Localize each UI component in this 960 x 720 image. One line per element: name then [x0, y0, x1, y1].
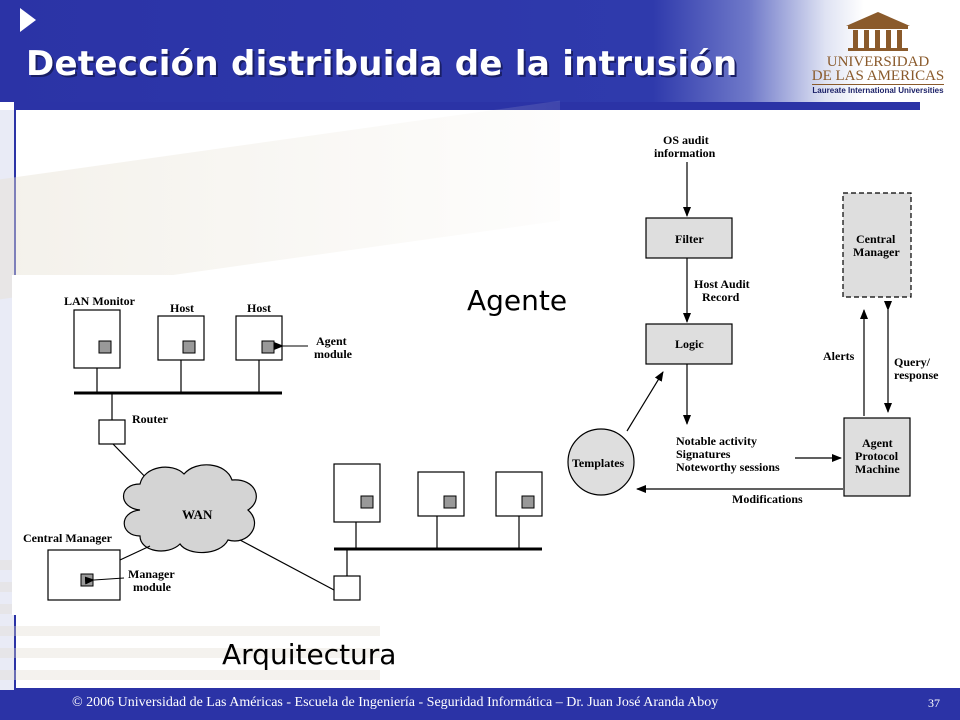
router-label: Router [132, 412, 169, 426]
alerts-label: Alerts [823, 349, 855, 363]
os-audit-label: information [654, 146, 716, 160]
filter-box [645, 217, 733, 259]
noteworthy-sessions-label: Noteworthy sessions [676, 460, 780, 474]
central-manager-label: Central Manager [23, 531, 113, 545]
logo-text: UNIVERSIDAD [826, 54, 930, 70]
architecture-caption: Arquitectura [222, 638, 397, 671]
signatures-label: Signatures [676, 447, 731, 461]
module-square [443, 495, 457, 509]
host-audit-label: Record [702, 290, 740, 304]
page-number: 37 [928, 696, 940, 710]
wan-cloud [123, 464, 257, 554]
agent-module-label: module [314, 347, 353, 361]
module-square [261, 340, 275, 354]
modifications-label: Modifications [732, 492, 803, 506]
filter-label: Filter [675, 232, 704, 246]
apm-label: Protocol [855, 449, 899, 463]
building-icon [846, 12, 910, 51]
logo-rule [812, 84, 944, 85]
templates-circle [567, 428, 635, 496]
header-rule [16, 102, 920, 110]
module-square [182, 340, 196, 354]
lan-monitor-label: LAN Monitor [64, 294, 136, 308]
host-audit-label: Host Audit [694, 277, 750, 291]
query-label: Query/ [894, 355, 931, 369]
host-box [157, 315, 205, 361]
host-box [495, 471, 543, 517]
slide-arrow-icon [20, 8, 36, 32]
apm-label: Agent [862, 436, 893, 450]
router-box [333, 575, 361, 601]
agent-protocol-machine-box [843, 417, 911, 497]
footer-rule [16, 688, 960, 690]
manager-module-label: module [133, 580, 172, 594]
header-bar [0, 0, 960, 102]
os-audit-label: OS audit [663, 133, 709, 147]
notable-activity-label: Notable activity [676, 434, 757, 448]
footer-bar: © 2006 Universidad de Las Américas - Esc… [0, 690, 960, 720]
architecture-diagram: LAN Monitor Host Host Agent module Route… [23, 294, 543, 601]
university-logo: UNIVERSIDAD DE LAS AMERICAS Laureate Int… [808, 8, 948, 98]
host-label: Host [247, 301, 271, 315]
apm-label: Machine [855, 462, 900, 476]
router-box [98, 419, 126, 445]
manager-module-label: Manager [128, 567, 175, 581]
agent-diagram: OS audit information Filter Host Audit R… [567, 133, 939, 506]
logo-tagline: Laureate International Universities [812, 86, 944, 95]
response-label: response [894, 368, 939, 382]
central-manager-label: Manager [853, 245, 900, 259]
footer-text: © 2006 Universidad de Las Américas - Esc… [72, 695, 719, 710]
logic-label: Logic [675, 337, 704, 351]
logic-box [645, 323, 733, 365]
agent-caption: Agente [467, 284, 568, 317]
wan-label: WAN [182, 507, 213, 522]
lan-monitor-box [73, 309, 121, 369]
central-manager-label: Central [856, 232, 896, 246]
host-box [417, 471, 465, 517]
module-square [521, 495, 535, 509]
host-label: Host [170, 301, 194, 315]
logo-text: DE LAS AMERICAS [811, 68, 945, 84]
host-box [333, 463, 381, 523]
module-square [98, 340, 112, 354]
agent-module-label: Agent [316, 334, 347, 348]
host-box [235, 315, 283, 361]
central-manager-box [842, 192, 912, 298]
module-square [80, 573, 94, 587]
templates-label: Templates [572, 456, 625, 470]
slide-title: Detección distribuida de la intrusión [26, 44, 738, 84]
module-square [360, 495, 374, 509]
